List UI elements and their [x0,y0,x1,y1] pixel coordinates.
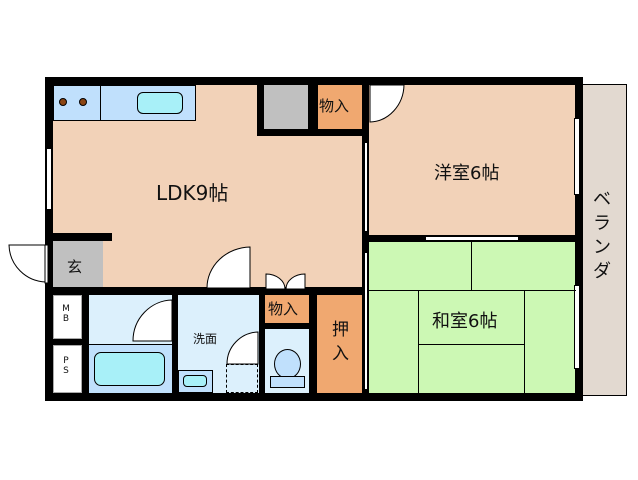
wall-mid-horizontal [45,287,369,295]
entrance-wall [46,233,112,241]
fridge-space-inner [264,84,308,129]
wall-storage-toilet [259,323,316,329]
stove-divider [100,85,101,121]
wall-top [45,77,583,85]
stove-burner-icon [59,98,67,106]
window-ldk-inner [364,142,368,232]
wall-ps-bath [82,295,89,393]
storage-top-label: 物入 [319,97,350,115]
sink-icon [137,92,183,114]
ps-box [53,345,82,393]
window-japanese-left [364,252,368,390]
door-swing-western [369,84,405,123]
japanese-label: 和室6帖 [432,311,498,332]
wash-basin-icon [183,375,207,387]
storage-mid [265,295,309,323]
bathtub-icon [94,352,165,386]
door-swing-entrance [8,244,48,284]
storage-mid-label: 物入 [268,300,299,318]
wall-bath-wash [172,295,178,393]
washing-machine-space [226,364,258,393]
room-western [368,84,576,240]
sliding-door-japanese [425,236,519,241]
tatami-line [418,290,419,394]
tatami-line [471,242,472,290]
toilet-tank-icon [270,376,305,388]
tatami-line [418,344,524,345]
tatami-line [368,290,576,291]
entrance [53,241,103,288]
toilet-bowl-icon [274,349,301,379]
ps-label: PS [63,356,69,376]
window-western-right [574,118,580,195]
door-swing-bath [132,299,173,342]
western-label: 洋室6帖 [434,163,500,184]
wall-mb-ps [53,339,89,345]
wall-bottom [45,393,583,401]
door-swing-washroom [206,246,251,289]
balcony-label: ベランダ [593,189,611,282]
ldk-label: LDK9帖 [156,181,229,205]
stove-burner-icon [79,98,87,106]
closet [317,295,362,393]
wall-left [45,77,53,401]
washroom-label: 洗面 [193,332,218,346]
entrance-label: 玄 [67,258,83,276]
window-ldk-left [46,148,52,210]
window-japanese-right [574,285,580,369]
door-swing-storage-mid [265,273,306,290]
closet-label: 押入 [332,320,349,364]
wall-toilet-closet [309,295,317,393]
mb-box [53,295,82,339]
wall-wash-toilet [259,295,265,393]
storage-top-inner [318,84,364,129]
room-balcony [581,84,627,396]
room-japanese [368,242,576,394]
mb-label: MB [62,304,70,324]
tatami-line [524,290,525,394]
door-swing-toilet [226,331,259,365]
